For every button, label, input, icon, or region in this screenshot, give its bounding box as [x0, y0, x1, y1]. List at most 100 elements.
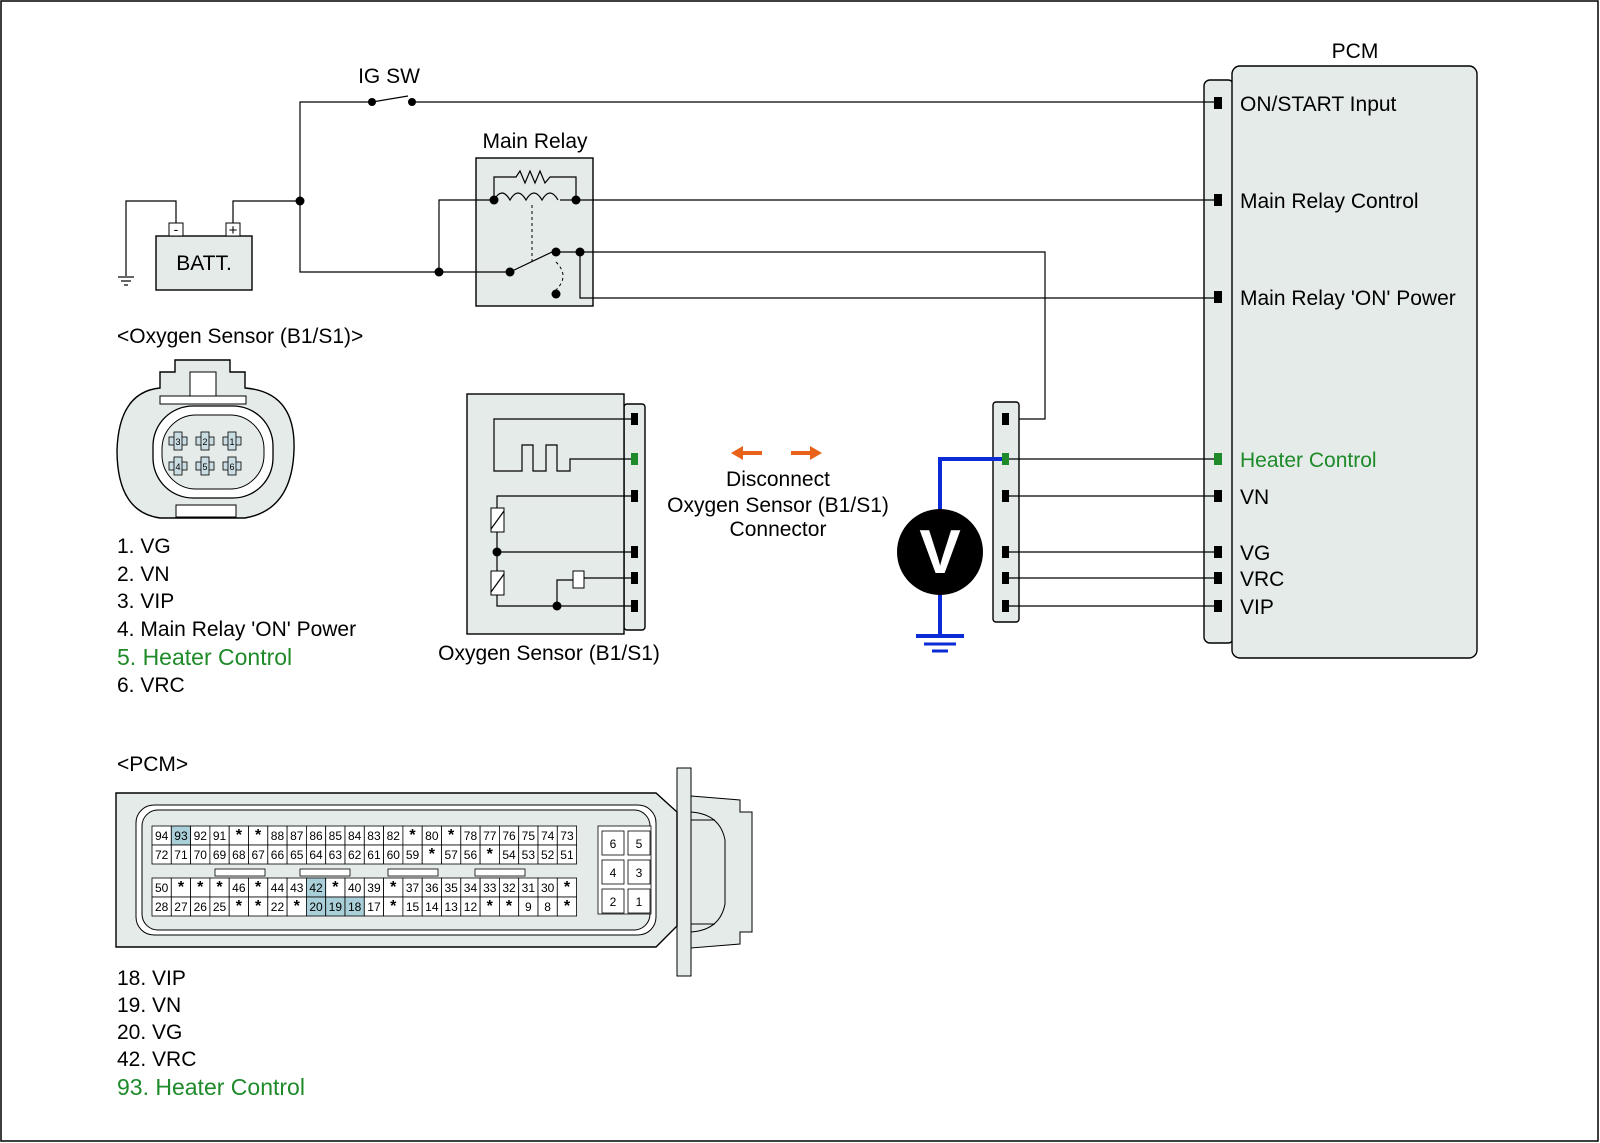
pcm-pin-number: *: [564, 898, 571, 915]
pcm-pin-cell: 17: [363, 896, 384, 917]
pcm-pin-cell: *: [248, 877, 269, 898]
disconnect-line3: Connector: [730, 518, 827, 541]
pcm-small-pin-number: 2: [610, 895, 617, 909]
pcm-pin-number: 46: [232, 881, 246, 895]
sensor-cavity-number: 1: [229, 437, 234, 447]
pcm-pin-vn: VN: [1240, 486, 1269, 509]
pcm-pin-cell: *: [248, 825, 269, 846]
pcm-pin-number: 64: [309, 848, 323, 862]
pcm-pin-number: 27: [174, 900, 188, 914]
ig-sw-label: IG SW: [358, 65, 420, 88]
pcm-pin-cell: 43: [286, 877, 307, 898]
pcm-pin-cell: 15: [402, 896, 423, 917]
pcm-pin-cell: 86: [305, 825, 327, 846]
pcm-pin-number: *: [448, 827, 455, 844]
pcm-pin-cell: 13: [441, 896, 462, 917]
pcm-pin-number: *: [564, 879, 571, 896]
ig-sw-feed-wire: [299, 101, 372, 201]
oxygen-sensor: [466, 393, 646, 635]
pcm-pin-vip: VIP: [1240, 596, 1274, 619]
pcm-pin-cell: 53: [518, 844, 539, 865]
pcm-pin-number: 72: [155, 848, 169, 862]
pcm-pin-number: 53: [522, 848, 536, 862]
pcm-pin-number: 44: [271, 881, 285, 895]
sensor-pin-1: 1. VG: [117, 535, 171, 558]
battery-ground-wire: [125, 200, 177, 276]
pcm-small-pin-cell: 2: [601, 888, 625, 914]
sensor-cavity-number: 2: [202, 437, 207, 447]
pcm-small-pin-number: 4: [610, 866, 617, 880]
pcm-pin-number: 91: [213, 829, 227, 843]
pcm-pin-number: 84: [348, 829, 362, 843]
pcm-pin-number: 40: [348, 881, 362, 895]
pcm-pin-number: 60: [387, 848, 401, 862]
pcm-pin-number: 69: [213, 848, 227, 862]
disconnect-arrows-icon: [731, 446, 822, 460]
pcm-pin-number: *: [216, 879, 223, 896]
sensor-cavity: 6: [222, 456, 242, 476]
pcm-pin-cell: 71: [170, 844, 192, 865]
pcm-pin-cell: *: [228, 896, 249, 917]
pcm-pin-cell: 70: [190, 844, 211, 865]
pcm-pin-cell: 92: [190, 825, 211, 846]
pcm-pin-cell: 35: [441, 877, 462, 898]
pcm-pin-cell: *: [170, 877, 192, 898]
pcm-pin-number: *: [255, 879, 262, 896]
pcm-pin-cell: 62: [344, 844, 365, 865]
pcm-pin-cell: 18: [344, 896, 365, 917]
pcm-pin-number: *: [429, 846, 436, 863]
pcm-pin-cell: 91: [209, 825, 230, 846]
pcm-pin-number: 63: [329, 848, 343, 862]
pcm-pin-list-4: 42. VRC: [117, 1048, 196, 1071]
pcm-pin-cell: *: [479, 896, 500, 917]
pcm-pin-number: 12: [464, 900, 478, 914]
pcm-pin-number: 30: [541, 881, 555, 895]
sensor-pin-6: 6. VRC: [117, 674, 185, 697]
pcm-pin-cell: *: [556, 896, 577, 917]
pcm-pin-number: *: [332, 879, 339, 896]
pcm-pin-number: *: [390, 898, 397, 915]
pcm-pin-number: 25: [213, 900, 227, 914]
pcm-pin-cell: 93: [170, 825, 192, 846]
pcm-pin-cell: 8: [537, 896, 558, 917]
pcm-pin-cell: 60: [383, 844, 404, 865]
pcm-pin-number: 70: [194, 848, 208, 862]
pcm-pin-number: 86: [309, 829, 323, 843]
pcm-pin-cell: *: [325, 877, 346, 898]
pcm-pin-number: 80: [425, 829, 439, 843]
pcm-pin-number: 22: [271, 900, 285, 914]
pcm-small-pin-number: 6: [610, 837, 617, 851]
pcm-pin-number: 8: [544, 900, 551, 914]
pcm-pin-number: 34: [464, 881, 478, 895]
pcm-pin-cell: 33: [479, 877, 500, 898]
pcm-pin-cell: 12: [460, 896, 481, 917]
pcm-pin-number: 61: [367, 848, 381, 862]
pcm-pin-cell: 72: [151, 844, 172, 865]
pcm-pin-on-start: ON/START Input: [1240, 93, 1397, 116]
pcm-pin-number: 75: [522, 829, 536, 843]
pcm-pin-number: *: [294, 898, 301, 915]
pcm-pin-cell: *: [383, 877, 404, 898]
main-relay-on-power-wire: [579, 252, 1214, 299]
pcm-pin-cell: 27: [170, 896, 192, 917]
pcm-small-pin-number: 1: [636, 895, 643, 909]
pcm-pin-cell: *: [479, 844, 500, 865]
pcm-pin-number: 18: [348, 900, 362, 914]
pcm-pin-cell: *: [421, 844, 442, 865]
pcm-pin-number: 52: [541, 848, 555, 862]
pcm-pin-number: 67: [251, 848, 265, 862]
pcm-pin-cell: 37: [402, 877, 423, 898]
pcm-pin-cell: *: [228, 825, 249, 846]
battery: BATT. - +: [155, 221, 253, 291]
pcm-pin-number: 14: [425, 900, 439, 914]
battery-plus-wire: [232, 200, 300, 223]
pcm-pin-number: 19: [329, 900, 343, 914]
sensor-cavity: 5: [195, 456, 215, 476]
relay-output-to-sensor-wire: [580, 251, 1046, 420]
pcm-pin-number: 56: [464, 848, 478, 862]
pcm-pin-cell: 73: [556, 825, 577, 846]
pcm-pin-number: 73: [560, 829, 574, 843]
pcm-pin-number: 94: [155, 829, 169, 843]
pcm-pin-cell: *: [498, 896, 520, 917]
